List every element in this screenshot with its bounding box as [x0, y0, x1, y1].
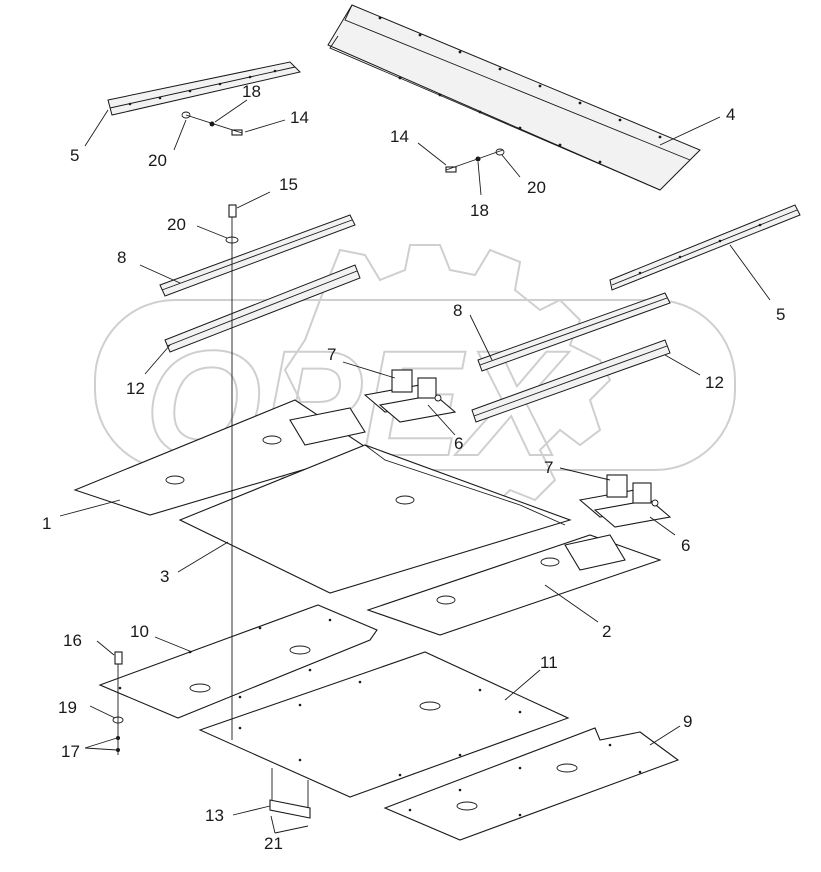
part-6-7-hinge-right	[578, 474, 672, 528]
fastener-stack-left	[112, 651, 124, 755]
callout-7-right: 7	[544, 458, 553, 477]
callout-6-right: 6	[681, 536, 690, 555]
callout-1: 1	[42, 514, 51, 533]
part-13-bracket	[269, 768, 311, 819]
callout-4: 4	[726, 105, 735, 124]
part-8-right-strip	[477, 292, 671, 372]
callout-7-left: 7	[327, 345, 336, 364]
part-3-plate	[178, 444, 572, 594]
part-12-left-strip	[164, 264, 361, 353]
callout-8-right: 8	[453, 301, 462, 320]
callout-15: 15	[279, 175, 298, 194]
callout-6-left: 6	[454, 434, 463, 453]
fastener-stack-center	[225, 204, 239, 740]
fastener-group-left	[181, 111, 243, 136]
callout-20-center: 20	[167, 215, 186, 234]
part-9-plate	[383, 727, 680, 841]
part-2-plate	[366, 534, 662, 636]
part-12-right-strip	[471, 339, 671, 423]
part-10-plate	[98, 604, 378, 719]
callout-13: 13	[205, 806, 224, 825]
fastener-group-right	[445, 148, 505, 173]
part-11-plate	[198, 651, 570, 798]
callout-5-left: 5	[70, 146, 79, 165]
part-1-plate	[73, 399, 372, 516]
callout-18-right: 18	[470, 201, 489, 220]
part-6-7-hinge-left	[363, 369, 457, 423]
callout-3: 3	[160, 567, 169, 586]
callout-14-right: 14	[390, 127, 409, 146]
callout-17: 17	[61, 742, 80, 761]
part-4-long-bracket	[327, 4, 701, 191]
callout-8-left: 8	[117, 248, 126, 267]
callout-11: 11	[540, 653, 558, 672]
callout-12-right: 12	[705, 373, 724, 392]
callout-12-left: 12	[126, 379, 145, 398]
leader-lines	[59, 99, 771, 834]
callout-21: 21	[264, 834, 283, 853]
callout-19: 19	[58, 698, 77, 717]
part-5-left-rail	[107, 61, 301, 116]
callout-labels: 1 2 3 4 5 5 6 6 7 7 8 8 9 10 11 12 12 13…	[42, 82, 785, 853]
callout-2: 2	[602, 622, 611, 641]
callout-10: 10	[130, 622, 149, 641]
callout-20-right: 20	[527, 178, 546, 197]
callout-18-left: 18	[242, 82, 261, 101]
part-5-right-rail	[609, 204, 801, 291]
callout-5-right: 5	[776, 305, 785, 324]
part-8-left-strip	[159, 214, 356, 297]
callout-14-left: 14	[290, 108, 309, 127]
callout-9: 9	[683, 712, 692, 731]
callout-20-left: 20	[148, 151, 167, 170]
callout-16: 16	[63, 631, 82, 650]
